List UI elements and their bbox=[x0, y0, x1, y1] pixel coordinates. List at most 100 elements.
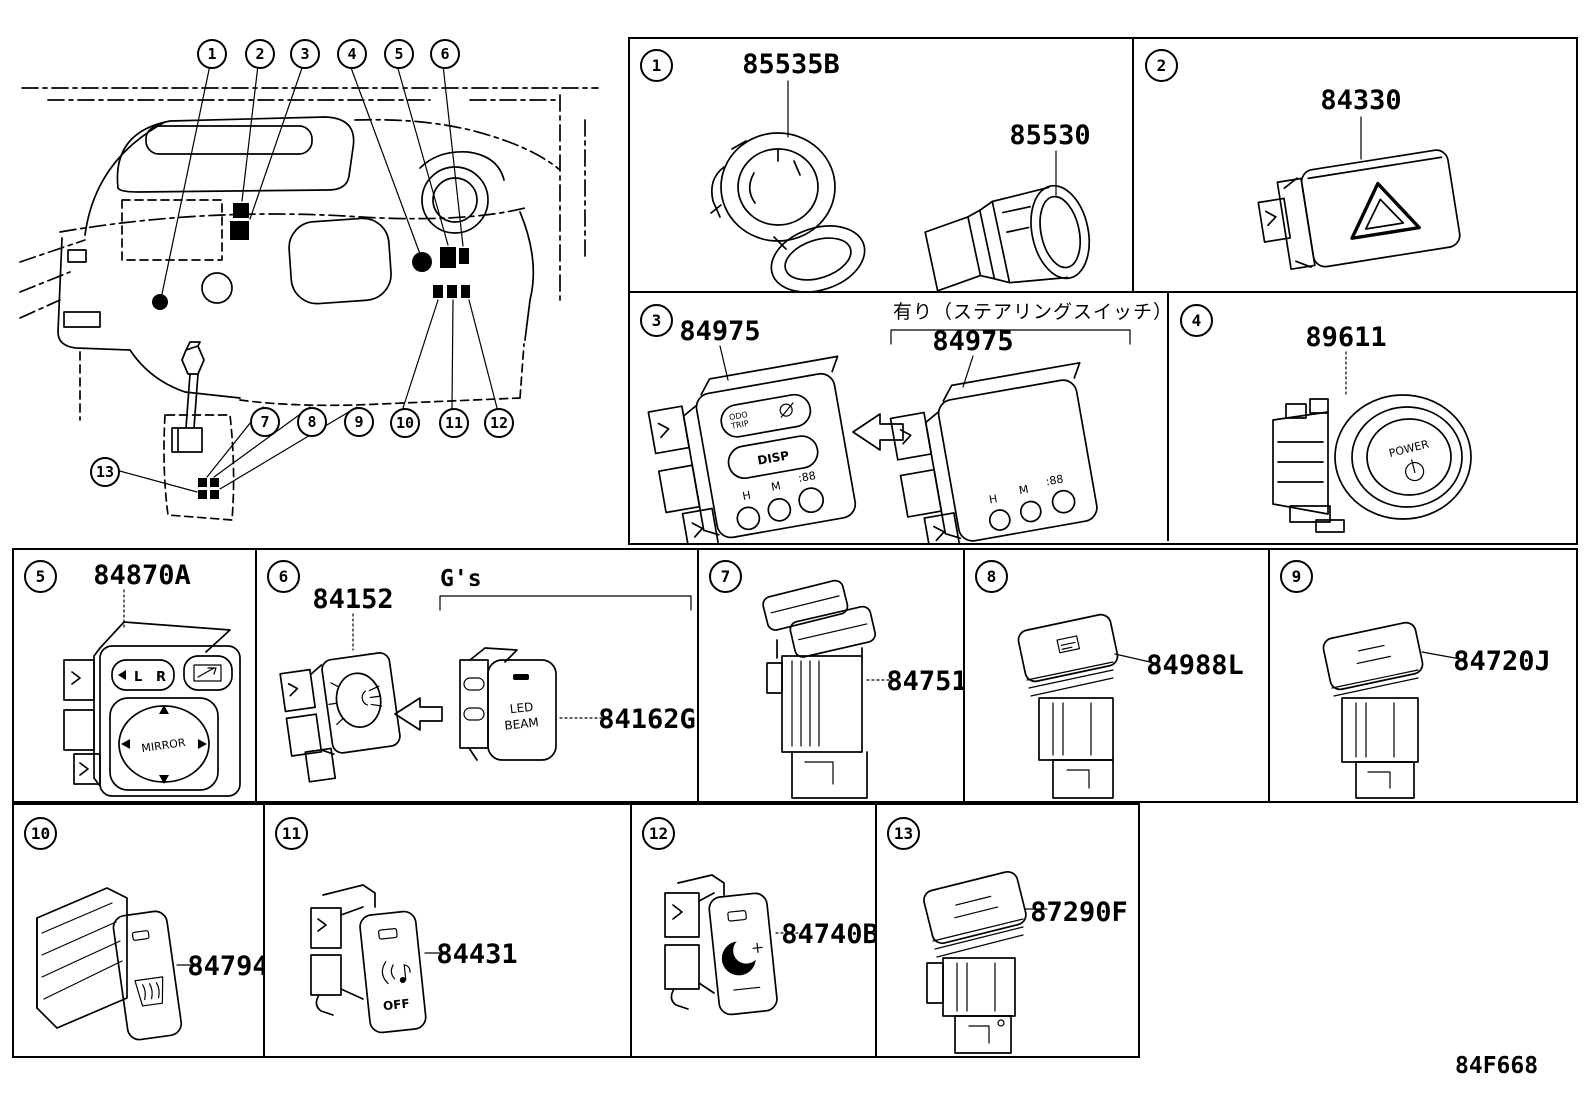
marker-8 bbox=[210, 478, 219, 487]
divider-cell11-cell12 bbox=[630, 803, 632, 1058]
steering-icon bbox=[779, 403, 793, 417]
part-number-84740B: 84740B bbox=[781, 919, 875, 950]
replace-arrow-icon bbox=[394, 697, 443, 731]
dashboard-location-diagram bbox=[19, 64, 599, 521]
odo-trip-switch-steering-variant-illustration: H M :88 bbox=[889, 361, 1098, 545]
switch-84794-illustration bbox=[36, 887, 183, 1041]
switch-84988L-illustration bbox=[1017, 613, 1119, 799]
ev-mode-icon bbox=[1356, 644, 1392, 665]
marker-11 bbox=[447, 285, 457, 298]
marker-2 bbox=[233, 203, 249, 218]
power-button-illustration: POWER bbox=[1272, 394, 1472, 533]
table-bottom-frame bbox=[12, 803, 1140, 1058]
cell-4-power-button: 89611 POWER bbox=[1272, 322, 1472, 533]
power-symbol-icon: POWER bbox=[1388, 437, 1431, 482]
odo-trip-switch-illustration: ODO TRIP DISP H M :88 bbox=[647, 355, 857, 545]
part-number-85535B: 85535B bbox=[742, 49, 840, 80]
clock-label: :88 bbox=[797, 469, 817, 485]
m-label: M bbox=[770, 479, 782, 493]
marker-3 bbox=[230, 221, 249, 240]
callout-13: 13 bbox=[90, 457, 120, 487]
odo-label: ODO bbox=[728, 410, 748, 422]
part-number-85530: 85530 bbox=[1009, 120, 1090, 151]
switch-87290F-illustration bbox=[923, 870, 1027, 1054]
table-top-row-divider bbox=[628, 291, 1578, 293]
part-number-84330: 84330 bbox=[1320, 85, 1401, 116]
cell-7-number: 7 bbox=[709, 560, 742, 593]
callout-7: 7 bbox=[250, 407, 280, 437]
marker-4 bbox=[412, 252, 432, 272]
power-label: POWER bbox=[1388, 437, 1431, 460]
grade-note-gs: G's bbox=[440, 566, 482, 592]
cell-6-led-beam-switch: G's 84152 LED BEAM 84162G bbox=[279, 566, 696, 783]
vsc-icon bbox=[1060, 641, 1076, 650]
cell-11-number: 11 bbox=[275, 817, 308, 850]
cell-9-switch-84720J: 84720J bbox=[1322, 621, 1551, 799]
headlight-icon bbox=[361, 685, 383, 707]
marker-12 bbox=[461, 285, 470, 298]
divider-cell7-cell8 bbox=[963, 548, 965, 803]
part-number-84870A: 84870A bbox=[93, 560, 191, 591]
dashboard-sketch bbox=[19, 87, 599, 521]
indicator-slot bbox=[513, 674, 529, 680]
defroster-icon bbox=[134, 976, 164, 1007]
divider-cell5-cell6 bbox=[255, 548, 257, 803]
switch-84751-illustration bbox=[762, 579, 877, 799]
switch-84720J-illustration bbox=[1322, 621, 1424, 799]
shift-knob bbox=[181, 341, 205, 375]
callout-8: 8 bbox=[297, 407, 327, 437]
marker-6 bbox=[459, 248, 469, 264]
trip-label: TRIP bbox=[730, 419, 750, 431]
callout-3: 3 bbox=[290, 39, 320, 69]
divider-cell8-cell9 bbox=[1268, 548, 1270, 803]
steering-switch-note: 有り（ステアリングスイッチ） bbox=[893, 301, 1168, 323]
part-number-84975-b: 84975 bbox=[932, 326, 1013, 357]
divider-cell6-cell7 bbox=[697, 548, 699, 803]
marker-9 bbox=[198, 490, 207, 499]
callout-5: 5 bbox=[384, 39, 414, 69]
callout-1: 1 bbox=[197, 39, 227, 69]
callout-2: 2 bbox=[245, 39, 275, 69]
led-label: LED bbox=[509, 700, 534, 716]
switch-84431-illustration: OFF bbox=[310, 884, 427, 1034]
part-number-84751: 84751 bbox=[886, 666, 963, 697]
variant-bracket bbox=[890, 329, 1131, 345]
outlet-socket-with-cap-illustration bbox=[710, 132, 866, 292]
callout-6: 6 bbox=[430, 39, 460, 69]
cell-1-power-outlet: 85535B 85530 bbox=[710, 49, 1091, 292]
callout-11: 11 bbox=[439, 408, 469, 438]
mirror-switch-illustration: L R MIRROR bbox=[63, 621, 241, 797]
heater-label-icon bbox=[954, 895, 999, 919]
beam-label: BEAM bbox=[504, 715, 540, 733]
cell-1-number: 1 bbox=[640, 49, 673, 82]
lighter-socket-illustration bbox=[924, 184, 1091, 292]
switch-84740B-illustration bbox=[664, 874, 778, 1016]
off-label: OFF bbox=[382, 996, 410, 1013]
part-number-87290F: 87290F bbox=[1030, 897, 1128, 928]
cell-6-number: 6 bbox=[267, 560, 300, 593]
divider-cell3-cell4 bbox=[1167, 291, 1169, 541]
part-number-84152: 84152 bbox=[312, 584, 393, 615]
part-number-84431: 84431 bbox=[436, 939, 517, 970]
mirror-left-label: L bbox=[134, 670, 142, 685]
clock-label: :88 bbox=[1045, 472, 1065, 488]
part-number-84162G: 84162G bbox=[598, 704, 696, 735]
marker-1 bbox=[152, 294, 168, 310]
part-number-89611: 89611 bbox=[1305, 322, 1386, 353]
cell-12-switch-84740B: 84740B bbox=[664, 874, 875, 1016]
cell-7-switch-84751: 84751 bbox=[762, 579, 963, 799]
cell-2-number: 2 bbox=[1145, 49, 1178, 82]
approach-sound-icon bbox=[381, 961, 389, 985]
cell-12-number: 12 bbox=[642, 817, 675, 850]
hazard-triangle-icon bbox=[1350, 181, 1421, 240]
part-number-84975-a: 84975 bbox=[679, 316, 760, 347]
disp-label: DISP bbox=[756, 448, 790, 467]
cell-2-hazard-switch: 84330 bbox=[1257, 85, 1461, 271]
cell-10-switch-84794: 84794 bbox=[36, 887, 263, 1041]
callout-leader-lines bbox=[115, 64, 498, 493]
switch-location-markers bbox=[152, 203, 470, 499]
cell-9-number: 9 bbox=[1280, 560, 1313, 593]
outlet-cap bbox=[770, 225, 866, 292]
cell-13-number: 13 bbox=[887, 817, 920, 850]
